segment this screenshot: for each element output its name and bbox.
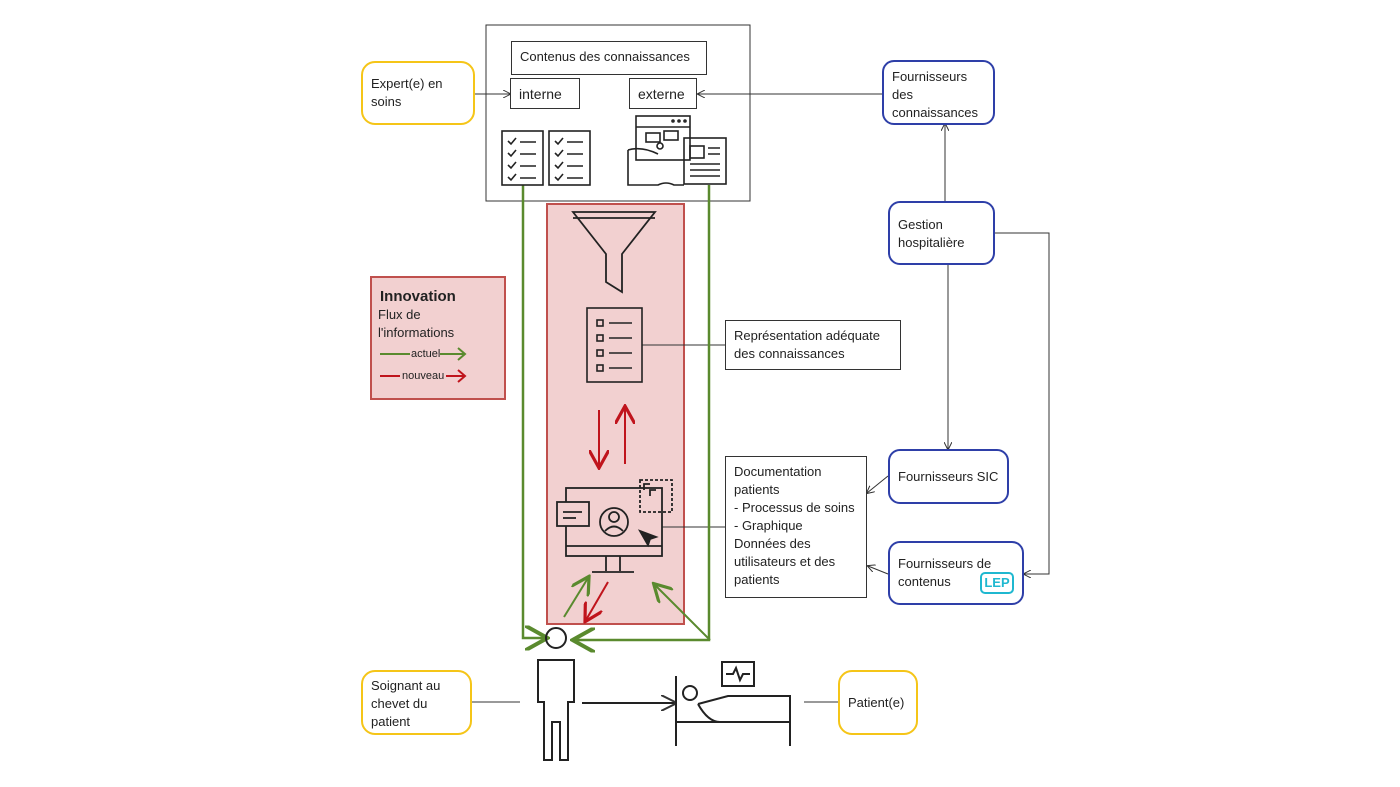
red-arrow-icon: [380, 369, 467, 383]
internal-label: interne: [510, 78, 580, 109]
sic-to-documentation: [867, 475, 889, 493]
checklist-icon: [501, 130, 544, 186]
red-diag-arrow: [586, 581, 609, 620]
legend-new-label: nouveau: [402, 370, 445, 382]
lep-logo: LEP: [980, 572, 1014, 594]
expert-box: Expert(e) en soins: [361, 61, 475, 125]
monitor-icon: [556, 479, 673, 573]
checklist-icon-2: [548, 130, 591, 186]
document-list-icon: [586, 307, 643, 383]
sic-suppliers-box: Fournisseurs SIC: [888, 449, 1009, 504]
patient-box: Patient(e): [838, 670, 918, 735]
knowledge-suppliers-box: Fournisseurs des connaissances: [882, 60, 995, 125]
green-diag-2: [655, 585, 711, 641]
green-diag-1: [563, 578, 588, 618]
patient-bed-icon: [675, 661, 791, 746]
caregiver-icon: [537, 627, 575, 761]
hospital-management-box: Gestion hospitalière: [888, 201, 995, 265]
management-to-content: [995, 232, 1050, 574]
knowledge-contents-title: Contenus des connaissances: [511, 41, 707, 75]
content-to-documentation: [868, 566, 889, 575]
innovation-column: [546, 203, 685, 625]
green-flow-left: [521, 185, 545, 638]
legend-subtitle: Flux de l'informations: [378, 307, 455, 340]
representation-box: Représentation adéquate des connaissance…: [725, 320, 901, 370]
funnel-icon: [571, 211, 657, 294]
legend-current: actuel: [378, 342, 498, 364]
legend-title: Innovation: [380, 288, 456, 305]
external-label: externe: [629, 78, 697, 109]
legend-box: Innovation Flux de l'informations actuel…: [370, 276, 506, 400]
caregiver-box: Soignant au chevet du patient: [361, 670, 472, 735]
green-arrow-icon: [380, 347, 467, 361]
documentation-box: Documentation patients - Processus de so…: [725, 456, 867, 598]
legend-new: nouveau: [378, 364, 498, 386]
newspaper-icon: [683, 137, 727, 185]
legend-current-label: actuel: [411, 348, 441, 360]
